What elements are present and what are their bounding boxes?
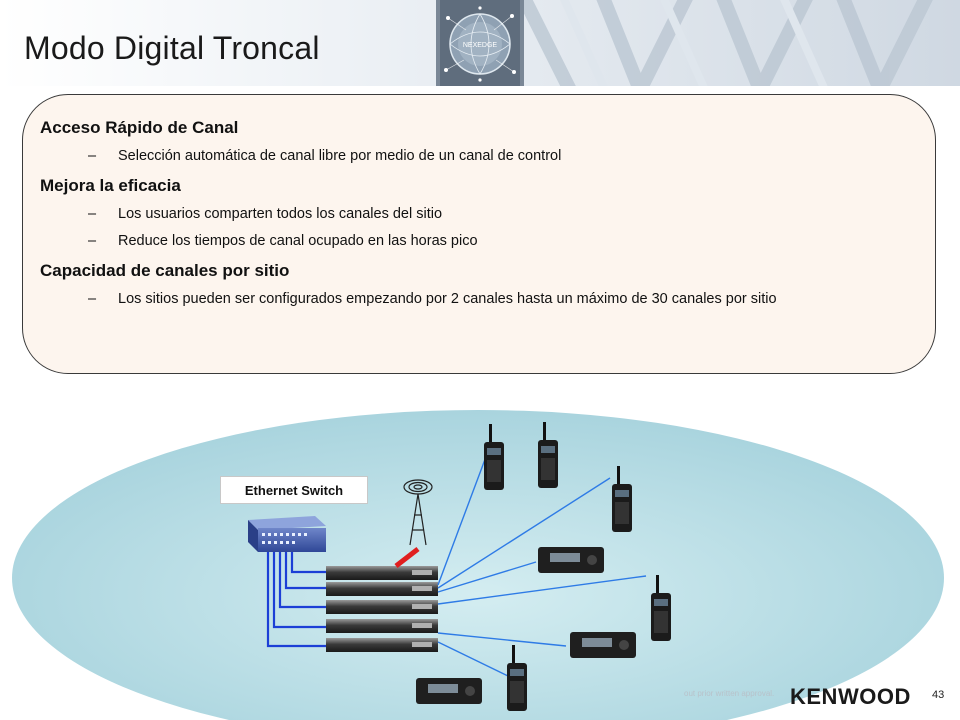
section-heading: Acceso Rápido de Canal xyxy=(40,118,239,137)
repeater-stack xyxy=(326,566,438,652)
kenwood-logo: KENWOOD xyxy=(790,684,911,709)
bullet-marker: – xyxy=(88,233,97,249)
repeater-icon xyxy=(326,600,438,614)
repeater-icon xyxy=(326,582,438,596)
bullet-text: Reduce los tiempos de canal ocupado en l… xyxy=(118,233,478,249)
handheld-radio-icon xyxy=(651,575,671,641)
coverage-area xyxy=(12,410,944,720)
header-decoration xyxy=(517,0,933,86)
slide-header: Modo Digital Troncal NEXEDGE xyxy=(0,0,960,86)
handheld-radio-icon xyxy=(484,424,504,490)
bullet-marker: – xyxy=(88,206,97,222)
radio-links xyxy=(437,445,647,677)
nexedge-badge-text: NEXEDGE xyxy=(463,42,498,49)
bullet-marker: – xyxy=(88,148,97,164)
ethernet-switch-icon xyxy=(248,516,326,552)
mobile-radio-icon xyxy=(416,678,482,704)
handheld-radio-icon xyxy=(612,466,632,532)
features-panel xyxy=(22,94,936,374)
page-number: 43 xyxy=(932,689,945,701)
mobile-radio-icon xyxy=(538,547,604,573)
network-diagram xyxy=(12,410,944,720)
bullet-marker: – xyxy=(88,291,97,307)
section-heading: Capacidad de canales por sitio xyxy=(40,261,290,280)
bullet-text: Selección automática de canal libre por … xyxy=(118,148,562,164)
repeater-icon xyxy=(326,638,438,652)
handheld-radio-icon xyxy=(507,645,527,711)
bullet-text: Los usuarios comparten todos los canales… xyxy=(118,206,443,222)
antenna-icon xyxy=(403,479,433,546)
page-title: Modo Digital Troncal xyxy=(24,30,320,66)
bullet-text: Los sitios pueden ser configurados empez… xyxy=(118,291,777,307)
copyright-notice: out prior written approval. xyxy=(684,689,775,698)
nexedge-globe-icon: NEXEDGE xyxy=(436,0,524,86)
ethernet-cables xyxy=(266,552,328,648)
ethernet-switch-label: Ethernet Switch xyxy=(220,476,368,504)
section-heading: Mejora la eficacia xyxy=(40,176,181,195)
antenna-feeder xyxy=(394,547,420,568)
handheld-radio-icon xyxy=(538,422,558,488)
repeater-icon xyxy=(326,566,438,580)
repeater-icon xyxy=(326,619,438,633)
mobile-radio-icon xyxy=(570,632,636,658)
